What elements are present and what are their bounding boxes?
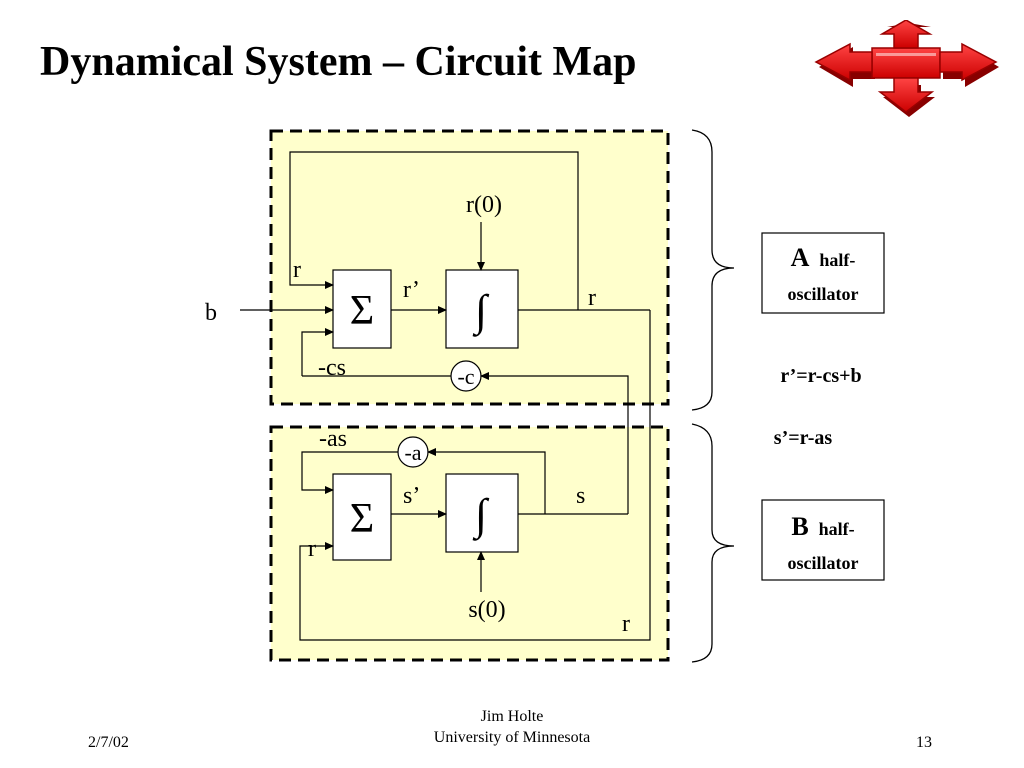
sum-block-b — [332, 473, 392, 561]
label-a-line1: A half- — [791, 243, 856, 272]
label-b-line1: B half- — [791, 512, 854, 541]
label-r0: r(0) — [466, 192, 502, 218]
slide-title: Dynamical System – Circuit Map — [40, 39, 637, 85]
integral-symbol-b: ∫ — [472, 490, 490, 541]
footer-date: 2/7/02 — [88, 734, 129, 751]
equation-s: s’=r-as — [774, 427, 833, 449]
sum-symbol-a: Σ — [350, 288, 374, 334]
equation-r: r’=r-cs+b — [780, 365, 861, 387]
label-s0: s(0) — [468, 597, 505, 623]
integral-symbol-a: ∫ — [472, 286, 490, 337]
label-neg-cs: -cs — [318, 355, 346, 381]
s-to-c-line — [480, 372, 629, 514]
label-box-a — [761, 232, 885, 314]
sum-symbol-b: Σ — [350, 496, 374, 542]
label-b-oscillator: oscillator — [788, 553, 859, 573]
label-r-bottom: r — [622, 611, 630, 637]
label-a-letter: A — [791, 243, 810, 272]
label-gain-c: -c — [457, 364, 474, 389]
label-a-half: half- — [819, 250, 855, 270]
label-r-input-b: r — [308, 536, 316, 562]
r-feedback-line — [289, 151, 579, 310]
label-r-feedback: r — [293, 257, 301, 283]
footer-institution: University of Minnesota — [433, 729, 591, 746]
s-to-a-line — [427, 448, 546, 514]
integrator-block-a — [445, 269, 519, 349]
footer-page-number: 13 — [916, 734, 932, 751]
sum-block-a — [332, 269, 392, 349]
label-s-output: s — [576, 483, 585, 509]
label-s-prime: s’ — [403, 483, 420, 509]
four-way-arrow-icon[interactable] — [810, 20, 1005, 120]
label-box-b — [761, 499, 885, 581]
footer-author: Jim Holte — [480, 708, 544, 725]
brace-a — [691, 129, 735, 411]
brace-b — [691, 423, 735, 663]
integrator-block-b — [445, 473, 519, 553]
label-a-oscillator: oscillator — [788, 284, 859, 304]
label-r-output: r — [588, 285, 596, 311]
label-gain-a: -a — [404, 440, 421, 465]
neg-as-line — [301, 451, 398, 494]
footer-center: Jim Holte University of Minnesota — [312, 706, 712, 748]
label-r-prime: r’ — [403, 277, 420, 303]
label-b-half: half- — [819, 519, 855, 539]
box-a — [269, 129, 670, 406]
r-to-b-line — [299, 310, 651, 641]
label-b-input: b — [205, 300, 217, 326]
label-neg-as: -as — [319, 426, 347, 452]
label-b-letter: B — [791, 512, 808, 541]
